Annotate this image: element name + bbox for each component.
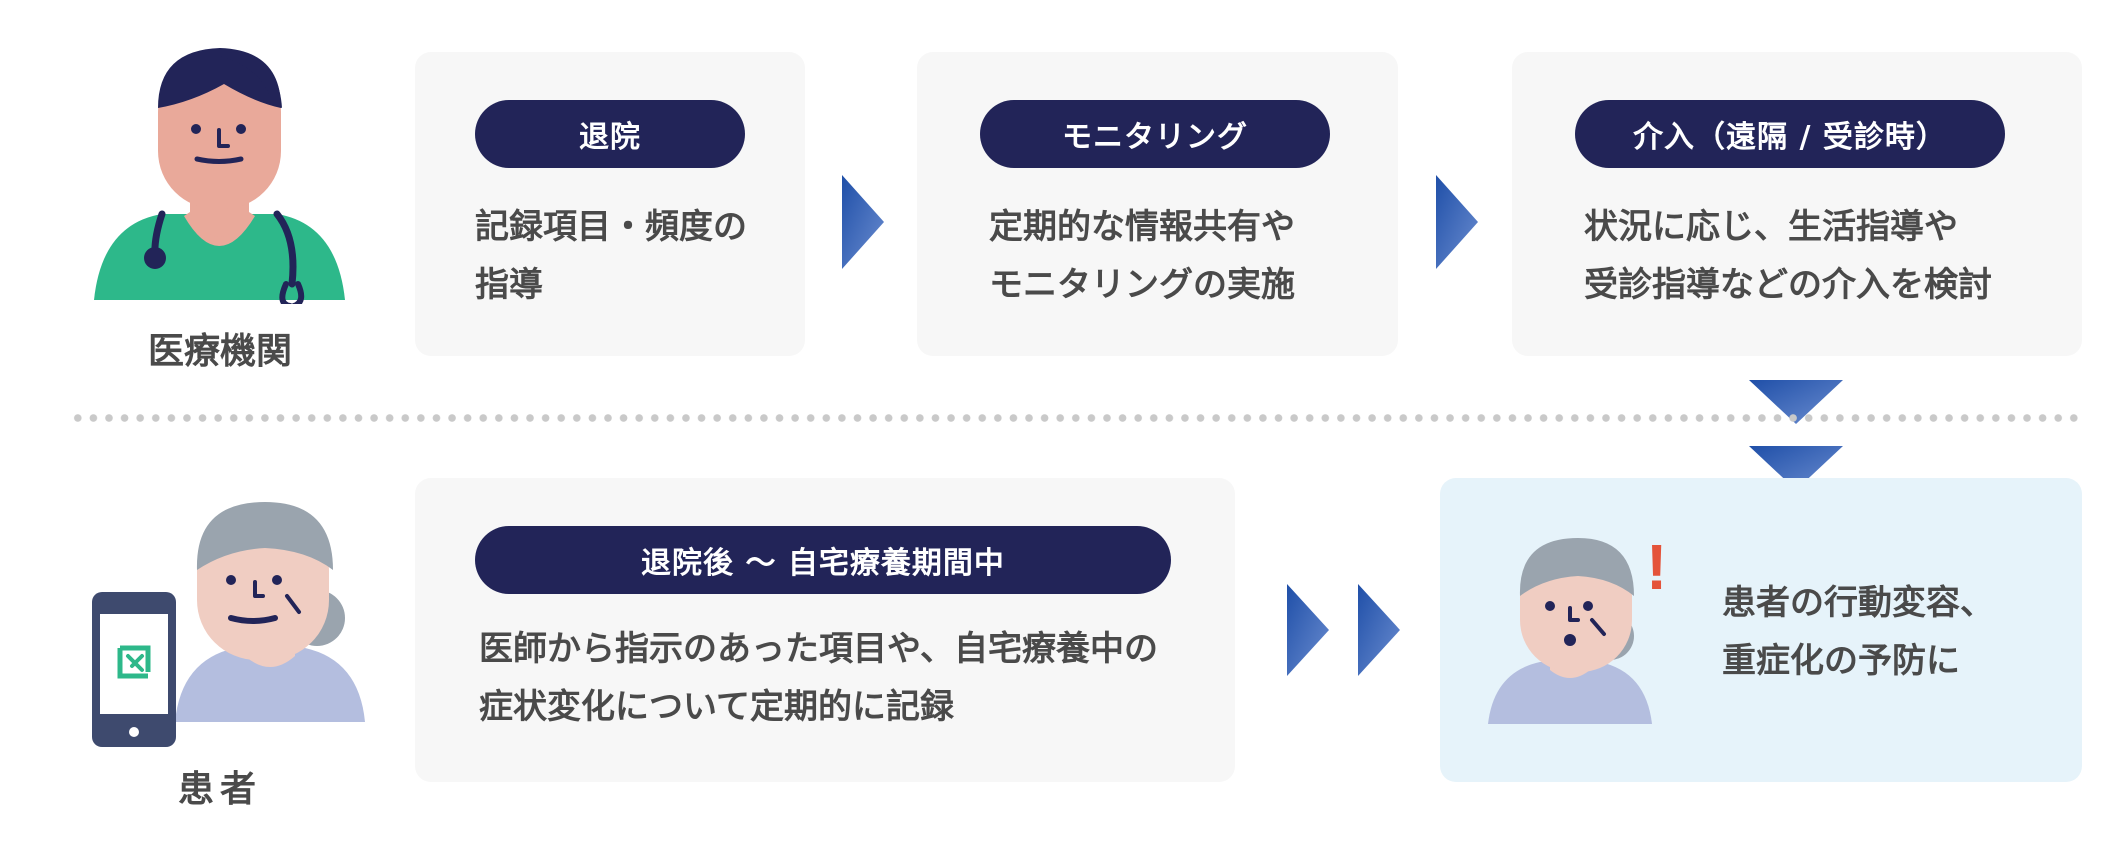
elderly-patient-avatar (175, 500, 365, 725)
step-card-discharge: 退院 記録項目・頻度の 指導 (415, 52, 805, 356)
section-divider (70, 414, 2080, 422)
role-label-patient: 患者 (177, 769, 262, 810)
step-text-discharge: 記録項目・頻度の 指導 (475, 207, 747, 305)
step-label-intervention: 介入（遠隔 / 受診時） (1575, 100, 2005, 168)
step-text-intervention: 状況に応じ、生活指導や 受診指導などの介入を検討 (1584, 207, 1992, 305)
chevron-right-icon (840, 173, 886, 271)
alert-icon: ! (1646, 531, 1668, 603)
patient-step-label: 退院後 〜 自宅療養期間中 (475, 526, 1171, 594)
doctor-avatar (92, 44, 347, 304)
step-card-monitoring: モニタリング 定期的な情報共有や モニタリングの実施 (917, 52, 1398, 356)
worried-patient-avatar (1488, 536, 1678, 726)
step-label-monitoring: モニタリング (980, 100, 1330, 168)
chevron-down-icon (1747, 378, 1845, 426)
chevron-right-icon (1434, 173, 1480, 271)
step-text-monitoring: 定期的な情報共有や モニタリングの実施 (989, 207, 1295, 305)
chevron-down-icon (1747, 444, 1845, 492)
patient-step-text: 医師から指示のあった項目や、自宅療養中の 症状変化について定期的に記録 (479, 629, 1158, 727)
result-card: ! 患者の行動変容、 重症化の予防に (1440, 478, 2082, 782)
result-text: 患者の行動変容、 重症化の予防に (1722, 583, 1994, 681)
smartphone-app-icon (92, 592, 176, 747)
chevron-right-icon (1356, 582, 1402, 678)
chevron-right-icon (1285, 582, 1331, 678)
step-card-intervention: 介入（遠隔 / 受診時） 状況に応じ、生活指導や 受診指導などの介入を検討 (1512, 52, 2082, 356)
role-label-provider: 医療機関 (147, 331, 292, 372)
patient-step-card: 退院後 〜 自宅療養期間中 医師から指示のあった項目や、自宅療養中の 症状変化に… (415, 478, 1235, 782)
step-label-discharge: 退院 (475, 100, 745, 168)
